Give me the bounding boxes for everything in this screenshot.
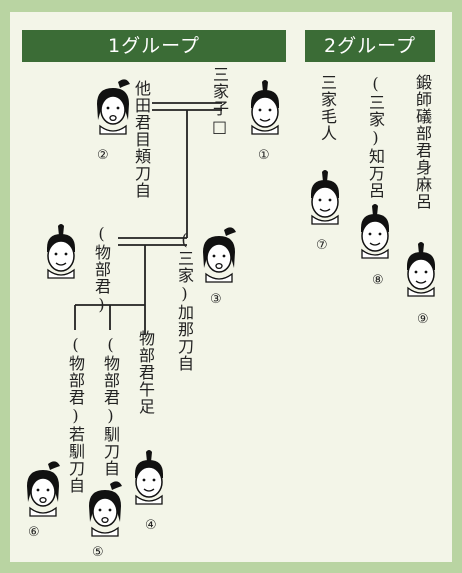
- name-5: (物部君)馴刀自: [101, 335, 120, 477]
- marker-7: ⑦: [316, 238, 328, 253]
- woman-figure-icon: [97, 79, 130, 135]
- man-figure-icon: [407, 242, 435, 297]
- group-1-header: 1グループ: [22, 30, 286, 62]
- marker-1: ①: [258, 148, 270, 163]
- man-figure-icon: [251, 80, 279, 135]
- name-10: (物部君): [92, 224, 111, 315]
- woman-figure-icon: [89, 481, 122, 537]
- name-6: (物部君)若馴刀自: [66, 335, 85, 494]
- marker-2: ②: [97, 148, 109, 163]
- man-figure-icon: [361, 204, 389, 259]
- marker-5: ⑤: [92, 545, 104, 560]
- marker-3: ③: [210, 292, 222, 307]
- diagram-panel: [10, 12, 452, 562]
- name-1: 三家子□: [210, 66, 229, 137]
- name-4: 物部君午足: [136, 330, 155, 415]
- woman-figure-icon: [203, 227, 236, 283]
- man-figure-icon: [311, 170, 339, 225]
- marker-8: ⑧: [372, 273, 384, 288]
- name-8: (三家)知万呂: [366, 74, 385, 199]
- name-3: (三家)加那刀自: [175, 230, 194, 372]
- man-figure-icon: [47, 224, 75, 279]
- group-2-header: 2グループ: [305, 30, 435, 62]
- marker-6: ⑥: [28, 525, 40, 540]
- woman-figure-icon: [27, 461, 60, 517]
- name-9: 鍛師礒部君身麻呂: [413, 74, 432, 210]
- man-figure-icon: [135, 450, 163, 505]
- name-7: 三家毛人: [318, 74, 337, 142]
- marker-9: ⑨: [417, 312, 429, 327]
- marker-4: ④: [145, 518, 157, 533]
- name-2: 他田君目頬刀自: [132, 80, 151, 199]
